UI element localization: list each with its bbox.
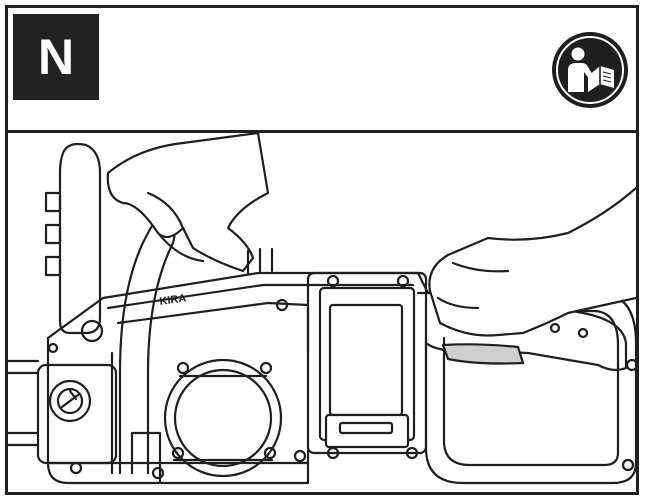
battery-compartment	[306, 271, 428, 455]
rear-handle	[416, 291, 636, 485]
sprocket-cover	[163, 358, 283, 478]
tension-knob	[48, 379, 92, 423]
step-badge: N	[13, 14, 99, 100]
left-hand	[106, 133, 270, 273]
front-guard	[58, 142, 102, 335]
instruction-panel: N	[5, 5, 639, 495]
trigger	[441, 343, 525, 365]
right-hand	[428, 186, 636, 337]
motor-housing	[46, 271, 430, 340]
chainsaw-drawing: KIRA	[8, 133, 636, 485]
brand-label: KIRA	[159, 292, 187, 308]
chainsaw-illustration: KIRA	[8, 133, 636, 492]
panel-header: N	[8, 8, 636, 133]
step-letter: N	[37, 29, 75, 85]
read-manual-icon	[552, 32, 628, 108]
